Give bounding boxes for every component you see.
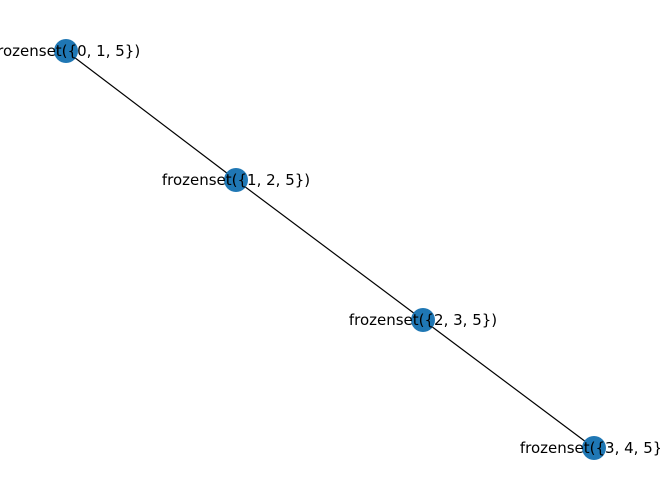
graph-node	[224, 168, 248, 192]
graph-edge	[422, 319, 595, 449]
graph-node	[54, 39, 78, 63]
graph-node	[411, 308, 435, 332]
labels-layer: frozenset({0, 1, 5}) frozenset({1, 2, 5})…	[0, 42, 660, 457]
nodes-layer	[54, 39, 606, 460]
graph-node-label: frozenset({0, 1, 5})	[0, 42, 140, 60]
graph-node	[582, 436, 606, 460]
graph-node-label: frozenset({3, 4, 5})	[520, 439, 660, 457]
graph-node-label: frozenset({2, 3, 5})	[349, 311, 497, 329]
edges-layer	[65, 50, 595, 449]
graph-node-label: frozenset({1, 2, 5})	[162, 171, 310, 189]
graph-edge	[235, 179, 424, 321]
graph-edge	[65, 50, 237, 181]
